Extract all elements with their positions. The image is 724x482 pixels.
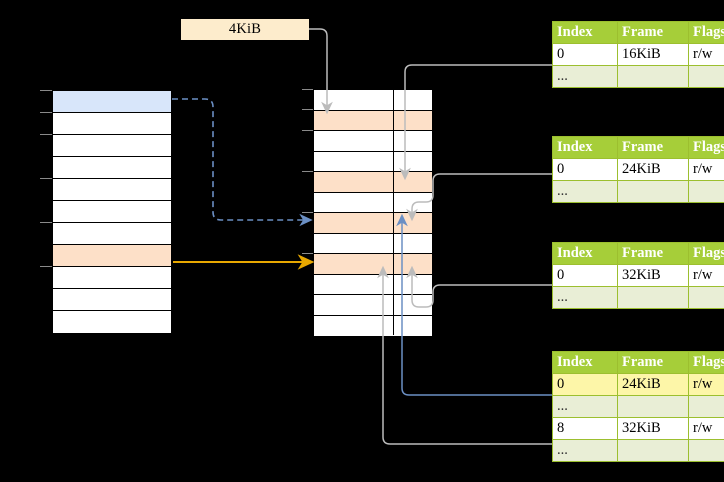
frame-table-cell-index[interactable]: ...: [552, 439, 618, 462]
virtual-page-tick: [40, 178, 52, 179]
virtual-page-row[interactable]: [53, 289, 171, 311]
virtual-page-row[interactable]: [53, 245, 171, 267]
frame-table-cell-index[interactable]: 0: [552, 158, 618, 181]
frame-table-cell-frame[interactable]: 16KiB: [617, 43, 689, 66]
frame-table-cell-flags[interactable]: [688, 439, 724, 462]
virtual-page-row[interactable]: [53, 135, 171, 157]
physical-frame-tick: [302, 109, 313, 110]
frame-table-header-frame: Frame: [617, 136, 689, 159]
physical-frame-row[interactable]: [314, 110, 432, 131]
virtual-page-row[interactable]: [53, 223, 171, 245]
frame-table-cell-frame[interactable]: [617, 180, 689, 203]
frame-table-cell-flags[interactable]: r/w: [688, 264, 724, 287]
virtual-page-tick: [40, 134, 52, 135]
frame-table-cell-frame[interactable]: 32KiB: [617, 417, 689, 440]
frame-table-ellipsis-row[interactable]: ...: [552, 395, 724, 418]
frame-table-cell-flags[interactable]: [688, 395, 724, 418]
frame-table-cell-frame[interactable]: 24KiB: [617, 158, 689, 181]
physical-memory-split-line: [393, 89, 394, 335]
frame-table-header-flags: Flags: [688, 21, 724, 44]
frame-table-cell-flags[interactable]: r/w: [688, 417, 724, 440]
virtual-page-row[interactable]: [53, 267, 171, 289]
physical-frame-row[interactable]: [314, 151, 432, 172]
frame-table-cell-index[interactable]: ...: [552, 286, 618, 309]
frame-table-cell-frame[interactable]: 24KiB: [617, 373, 689, 396]
frame-table-header-index: Index: [552, 136, 618, 159]
virtual-page-tick: [40, 222, 52, 223]
virtual-page-row[interactable]: [53, 113, 171, 135]
frame-table-ellipsis-row[interactable]: ...: [552, 180, 724, 203]
frame-table-cell-index[interactable]: 0: [552, 43, 618, 66]
frame-table-ellipsis-row[interactable]: ...: [552, 286, 724, 309]
frame-table-ellipsis-row[interactable]: ...: [552, 65, 724, 88]
frame-table-cell-flags[interactable]: [688, 286, 724, 309]
frame-table-header-index: Index: [552, 21, 618, 44]
frame-table-ellipsis-row[interactable]: ...: [552, 439, 724, 462]
frame-table-cell-frame[interactable]: [617, 439, 689, 462]
frame-table-cell-frame[interactable]: [617, 65, 689, 88]
physical-frame-tick: [302, 253, 313, 254]
frame-table-header-frame: Frame: [617, 21, 689, 44]
virtual-page-tick: [40, 266, 52, 267]
frame-table-cell-flags[interactable]: [688, 180, 724, 203]
frame-table-cell-frame[interactable]: [617, 286, 689, 309]
frame-table-cell-flags[interactable]: r/w: [688, 43, 724, 66]
frame-table-header-frame: Frame: [617, 351, 689, 374]
physical-frame-tick: [302, 130, 313, 131]
frame-table-cell-index[interactable]: ...: [552, 180, 618, 203]
frame-table-header-frame: Frame: [617, 242, 689, 265]
frame-table-cell-index[interactable]: ...: [552, 65, 618, 88]
virtual-page-row[interactable]: [53, 157, 171, 179]
frame-table-header-flags: Flags: [688, 136, 724, 159]
virtual-page-row[interactable]: [53, 179, 171, 201]
frame-table-cell-frame[interactable]: [617, 395, 689, 418]
frame-table-cell-index[interactable]: 8: [552, 417, 618, 440]
virtual-page-row[interactable]: [53, 201, 171, 223]
frame-table-cell-flags[interactable]: r/w: [688, 158, 724, 181]
frame-table-header-flags: Flags: [688, 351, 724, 374]
physical-frame-row[interactable]: [314, 192, 432, 213]
physical-frame-tick: [302, 212, 313, 213]
virtual-address-space-column: [52, 90, 172, 333]
frame-table-cell-flags[interactable]: r/w: [688, 373, 724, 396]
physical-frame-tick: [302, 171, 313, 172]
size-label-4kib: 4KiB: [181, 19, 309, 40]
frame-table-cell-index[interactable]: ...: [552, 395, 618, 418]
physical-frame-row[interactable]: [314, 90, 432, 111]
frame-table-header-flags: Flags: [688, 242, 724, 265]
frame-table-header-index: Index: [552, 351, 618, 374]
physical-frame-tick: [302, 89, 313, 90]
virtual-page-tick: [40, 112, 52, 113]
frame-table-cell-index[interactable]: 0: [552, 373, 618, 396]
frame-table-cell-index[interactable]: 0: [552, 264, 618, 287]
physical-frame-row[interactable]: [314, 131, 432, 152]
size-label-text: 4KiB: [228, 21, 262, 38]
frame-table-cell-flags[interactable]: [688, 65, 724, 88]
virtual-page-row[interactable]: [53, 311, 171, 333]
frame-table-cell-frame[interactable]: 32KiB: [617, 264, 689, 287]
virtual-page-tick: [40, 90, 52, 91]
frame-table-header-index: Index: [552, 242, 618, 265]
virtual-page-row[interactable]: [53, 91, 171, 113]
